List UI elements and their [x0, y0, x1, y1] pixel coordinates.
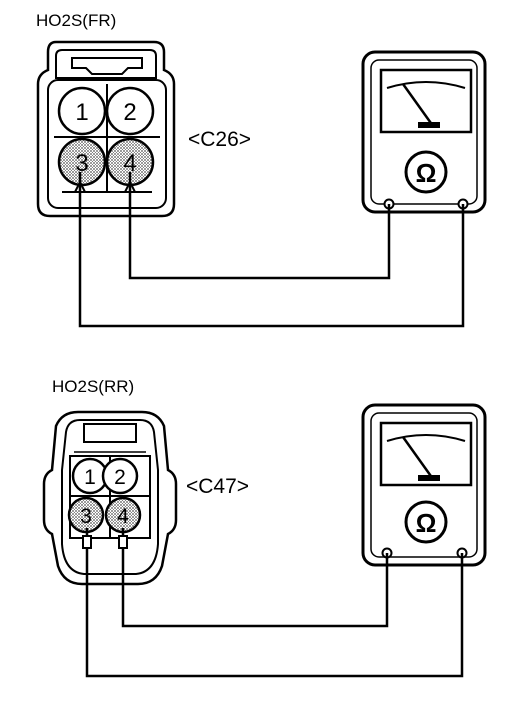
pin-3-label: 3	[75, 150, 88, 177]
wire-pin4-to-meter	[121, 528, 389, 628]
connector-code-c26: <C26>	[188, 128, 251, 151]
pin-3-label: 3	[80, 505, 92, 528]
ohm-icon: Ω	[416, 158, 437, 188]
meter-body	[361, 403, 487, 567]
pin-2	[101, 457, 139, 495]
connector-c26	[36, 40, 176, 218]
connector-c47	[42, 410, 178, 586]
wire-pin3-to-meter	[85, 528, 464, 678]
meter-needle	[401, 83, 435, 127]
pin-2-label: 2	[114, 466, 126, 489]
connector-latch	[55, 49, 157, 79]
latch-tab	[71, 57, 143, 75]
ohmmeter-top	[361, 50, 487, 214]
connector-face	[61, 419, 159, 575]
meter-needle	[401, 436, 435, 480]
connector-latch	[83, 423, 137, 443]
connector-face	[47, 79, 167, 209]
connector-code-c47: <C47>	[186, 475, 249, 498]
meter-body	[361, 50, 487, 214]
pin-4-label: 4	[117, 505, 129, 528]
pin-1-label: 1	[75, 99, 88, 126]
sensor-label-rear: HO2S(RR)	[52, 377, 134, 396]
pin-2	[105, 86, 155, 136]
ohm-symbol-ring	[404, 150, 448, 194]
wires-bottom	[82, 528, 464, 678]
top-section: HO2S(FR) 1 2 3 4 <C26>	[36, 11, 487, 328]
meter-dial	[379, 68, 473, 134]
wire-pin4-to-meter	[128, 172, 391, 280]
sensor-label-front: HO2S(FR)	[36, 11, 116, 30]
ohmmeter-bottom	[361, 403, 487, 567]
pin-2-label: 2	[123, 99, 136, 126]
connector-housing	[36, 40, 176, 218]
pin-4-label: 4	[123, 150, 136, 177]
bottom-section: HO2S(RR) 1 2 3 4 <C47>	[42, 377, 487, 678]
wire-pin3-to-meter	[78, 172, 465, 328]
pin-1-label: 1	[84, 466, 96, 489]
meter-dial	[379, 421, 473, 487]
ohm-symbol-ring	[404, 500, 448, 544]
connector-housing	[42, 410, 178, 586]
ohm-icon: Ω	[416, 508, 437, 538]
pin-1	[57, 86, 107, 136]
wires-top	[74, 172, 465, 328]
